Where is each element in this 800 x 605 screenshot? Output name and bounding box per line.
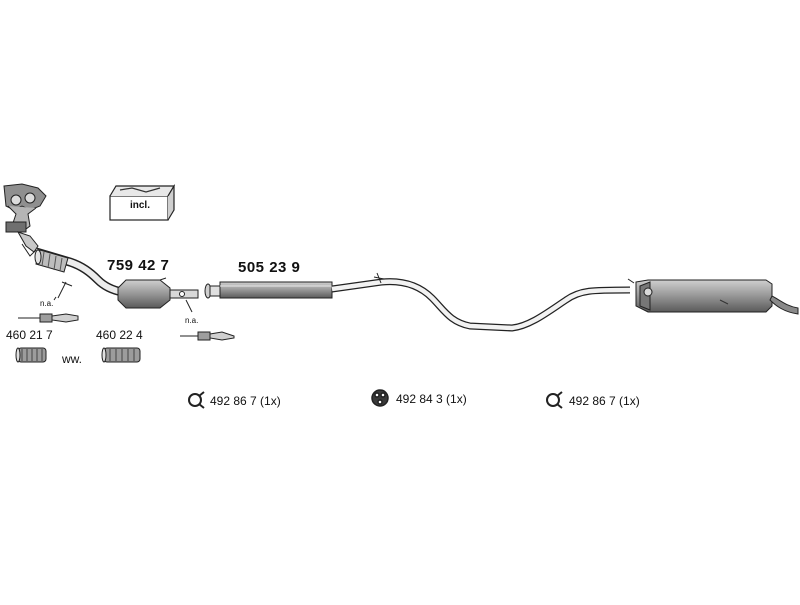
mounting-clamp-right: 492 86 7 (1x) [569, 394, 640, 408]
catalytic-converter [117, 277, 199, 309]
flex-pipe-right [101, 347, 141, 363]
lambda-sensor-left [18, 281, 79, 323]
na-label-right: n.a. [185, 316, 199, 325]
na-label-left: n.a. [40, 299, 54, 308]
part-number-middle-silencer: 505 23 9 [238, 259, 301, 276]
incl-kit-box [109, 183, 176, 221]
middle-silencer [219, 281, 333, 299]
clamp-icon [188, 391, 205, 409]
flange-connector [204, 283, 223, 299]
mounting-rubber: 492 84 3 (1x) [396, 392, 467, 406]
rear-pipe [331, 272, 635, 332]
clamp-icon [546, 391, 563, 409]
lambda-sensor-right [180, 299, 235, 341]
exhaust-manifold [3, 183, 47, 257]
rear-silencer [635, 279, 799, 315]
rubber-mount-icon [371, 389, 389, 407]
part-number-flex-pipe-right: 460 22 4 [96, 328, 143, 342]
flex-pipe-left [15, 347, 47, 363]
incl-label: incl. [129, 200, 150, 211]
part-number-catalytic-converter: 759 42 7 [107, 257, 170, 274]
ww-note: ww. [62, 352, 83, 366]
front-pipe [34, 247, 123, 297]
part-number-flex-pipe-left: 460 21 7 [6, 328, 53, 342]
mounting-clamp-left: 492 86 7 (1x) [210, 394, 281, 408]
